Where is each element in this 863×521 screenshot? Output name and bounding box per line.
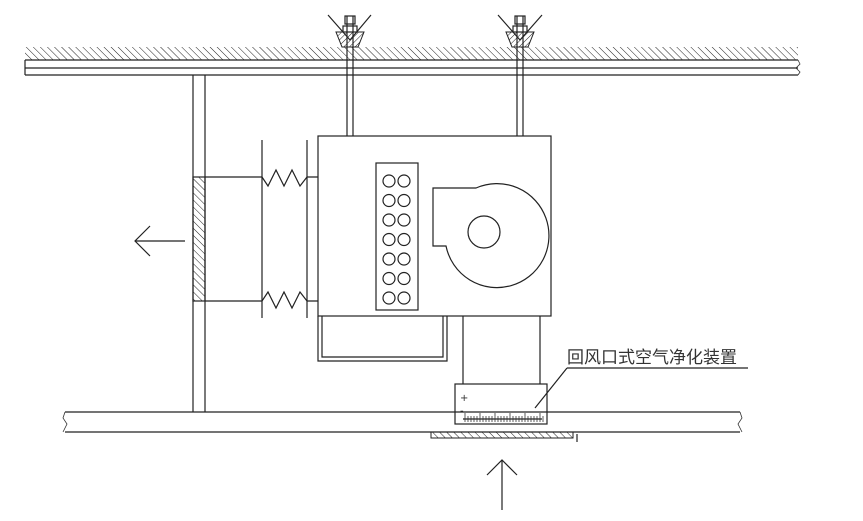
filter-hole	[382, 232, 396, 247]
filter-hole	[397, 291, 411, 305]
filter-hole	[397, 252, 411, 266]
filter-holes	[382, 174, 411, 305]
filter-hole	[397, 232, 411, 247]
return-duct	[462, 316, 541, 384]
filter-hole	[382, 213, 396, 227]
return-arrow-icon	[486, 459, 518, 510]
supply-duct	[205, 140, 318, 318]
filter-hole	[397, 193, 411, 208]
suspended-ceiling	[62, 411, 743, 442]
filter-hole	[382, 271, 396, 286]
filter-hole	[397, 174, 411, 188]
purifier-unit	[317, 135, 552, 317]
return-grille: + -	[454, 383, 548, 425]
grille-scale	[464, 413, 544, 422]
filter-hole	[382, 193, 396, 208]
filter-hole	[397, 213, 411, 227]
supply-wall	[192, 75, 206, 412]
plus-mark: +	[460, 393, 468, 404]
drain-pan	[317, 316, 448, 362]
filter-hole	[382, 252, 396, 266]
filter-hole	[397, 271, 411, 286]
supply-arrow-icon	[134, 225, 185, 257]
ceiling-slab	[24, 47, 801, 76]
callout: 回风口式空气净化装置	[534, 348, 748, 409]
filter-hole	[382, 174, 396, 188]
filter-hole	[382, 291, 396, 305]
device-label: 回风口式空气净化装置	[567, 348, 737, 368]
